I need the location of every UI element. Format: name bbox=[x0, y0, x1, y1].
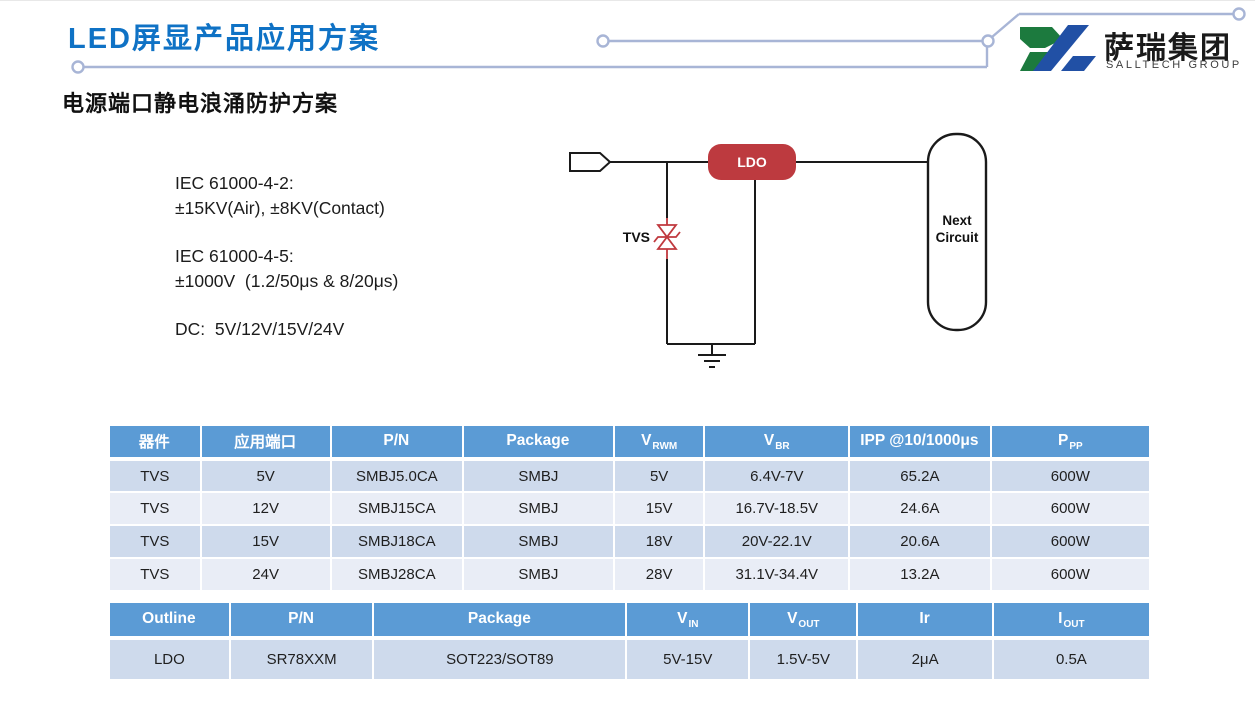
col-iout: IOUT bbox=[991, 601, 1152, 640]
page-title: LED屏显产品应用方案 bbox=[68, 23, 381, 55]
col-package: Package bbox=[372, 601, 628, 640]
ldo-selection-table: Outline P/N Package VIN VOUT Ir IOUT LDO… bbox=[108, 601, 1152, 681]
table-cell: 13.2A bbox=[848, 557, 992, 592]
spec-surge: IEC 61000-4-5: ±1000V (1.2/50μs & 8/20μs… bbox=[175, 244, 398, 294]
col-ipp: IPP @10/1000μs bbox=[848, 424, 992, 461]
spec-esd: IEC 61000-4-2: ±15KV(Air), ±8KV(Contact) bbox=[175, 171, 398, 221]
table-cell: 1.5V-5V bbox=[748, 637, 859, 681]
table-cell: 24.6A bbox=[848, 491, 992, 526]
table-cell: 5V bbox=[612, 458, 706, 493]
col-port: 应用端口 bbox=[199, 424, 332, 461]
col-pn: P/N bbox=[329, 424, 464, 461]
table-cell: 31.1V-34.4V bbox=[703, 557, 851, 592]
spec-line: ±15KV(Air), ±8KV(Contact) bbox=[175, 198, 385, 218]
col-device: 器件 bbox=[108, 424, 202, 461]
table-cell: SMBJ28CA bbox=[329, 557, 464, 592]
table-cell: 16.7V-18.5V bbox=[703, 491, 851, 526]
ground-icon bbox=[698, 344, 726, 368]
table-header-row: 器件 应用端口 P/N Package VRWM VBR IPP @10/100… bbox=[108, 424, 1152, 461]
salltech-logo-icon bbox=[1020, 25, 1096, 71]
table-cell: SMBJ bbox=[461, 524, 615, 559]
table-cell: 0.5A bbox=[991, 637, 1152, 681]
table-cell: 6.4V-7V bbox=[703, 458, 851, 493]
company-logo: 萨瑞集团 SALLTECH GROUP bbox=[1016, 21, 1248, 79]
spec-line: ±1000V (1.2/50μs & 8/20μs) bbox=[175, 271, 399, 291]
table-cell: LDO bbox=[108, 637, 231, 681]
spec-line: IEC 61000-4-5: bbox=[175, 246, 294, 266]
col-outline: Outline bbox=[108, 601, 231, 640]
table-header-row: Outline P/N Package VIN VOUT Ir IOUT bbox=[108, 601, 1152, 640]
input-connector-icon bbox=[569, 152, 612, 172]
table-cell: SMBJ bbox=[461, 458, 615, 493]
col-vrwm: VRWM bbox=[612, 424, 706, 461]
col-vout: VOUT bbox=[748, 601, 859, 640]
table-cell: 5V bbox=[199, 458, 332, 493]
table-cell: TVS bbox=[108, 557, 202, 592]
table-cell: 15V bbox=[612, 491, 706, 526]
table-cell: 20.6A bbox=[848, 524, 992, 559]
spec-line: DC: 5V/12V/15V/24V bbox=[175, 319, 345, 339]
table-cell: TVS bbox=[108, 458, 202, 493]
table-cell: 18V bbox=[612, 524, 706, 559]
table-cell: SMBJ5.0CA bbox=[329, 458, 464, 493]
protection-circuit-diagram: TVS LDO Next Circuit bbox=[569, 132, 988, 368]
next-circuit-label-line1: Next bbox=[942, 213, 972, 228]
table-cell: 24V bbox=[199, 557, 332, 592]
col-pn: P/N bbox=[228, 601, 375, 640]
ldo-label: LDO bbox=[737, 154, 767, 170]
table-cell: 600W bbox=[989, 557, 1152, 592]
table-cell: SMBJ15CA bbox=[329, 491, 464, 526]
col-ir: Ir bbox=[856, 601, 994, 640]
table-cell: 28V bbox=[612, 557, 706, 592]
table-cell: 600W bbox=[989, 524, 1152, 559]
table-cell: SMBJ18CA bbox=[329, 524, 464, 559]
col-package: Package bbox=[461, 424, 615, 461]
logo-name-en: SALLTECH GROUP bbox=[1106, 59, 1242, 71]
tvs-selection-table: 器件 应用端口 P/N Package VRWM VBR IPP @10/100… bbox=[108, 424, 1152, 592]
table-cell: TVS bbox=[108, 491, 202, 526]
table-cell: 600W bbox=[989, 491, 1152, 526]
table-cell: 12V bbox=[199, 491, 332, 526]
spec-line: IEC 61000-4-2: bbox=[175, 173, 294, 193]
col-vbr: VBR bbox=[703, 424, 851, 461]
spec-text-block: IEC 61000-4-2: ±15KV(Air), ±8KV(Contact)… bbox=[175, 171, 398, 365]
table-cell: SMBJ bbox=[461, 557, 615, 592]
logo-name-cn: 萨瑞集团 bbox=[1104, 32, 1232, 65]
table-cell: 2μA bbox=[856, 637, 994, 681]
next-circuit-box bbox=[926, 132, 988, 332]
table-cell: 20V-22.1V bbox=[703, 524, 851, 559]
ldo-box bbox=[708, 144, 796, 180]
tvs-diode-icon bbox=[653, 218, 681, 259]
col-vin: VIN bbox=[625, 601, 751, 640]
col-ppp: PPP bbox=[989, 424, 1152, 461]
table-cell: SR78XXM bbox=[228, 637, 375, 681]
table-cell: 65.2A bbox=[848, 458, 992, 493]
section-subtitle: 电源端口静电浪涌防护方案 bbox=[62, 91, 339, 116]
table-cell: TVS bbox=[108, 524, 202, 559]
table-cell: 600W bbox=[989, 458, 1152, 493]
tvs-label: TVS bbox=[623, 229, 650, 245]
table-cell: 5V-15V bbox=[625, 637, 751, 681]
table-cell: 15V bbox=[199, 524, 332, 559]
table-cell: SMBJ bbox=[461, 491, 615, 526]
table-cell: SOT223/SOT89 bbox=[372, 637, 628, 681]
next-circuit-label-line2: Circuit bbox=[936, 230, 979, 245]
spec-dc: DC: 5V/12V/15V/24V bbox=[175, 317, 398, 342]
